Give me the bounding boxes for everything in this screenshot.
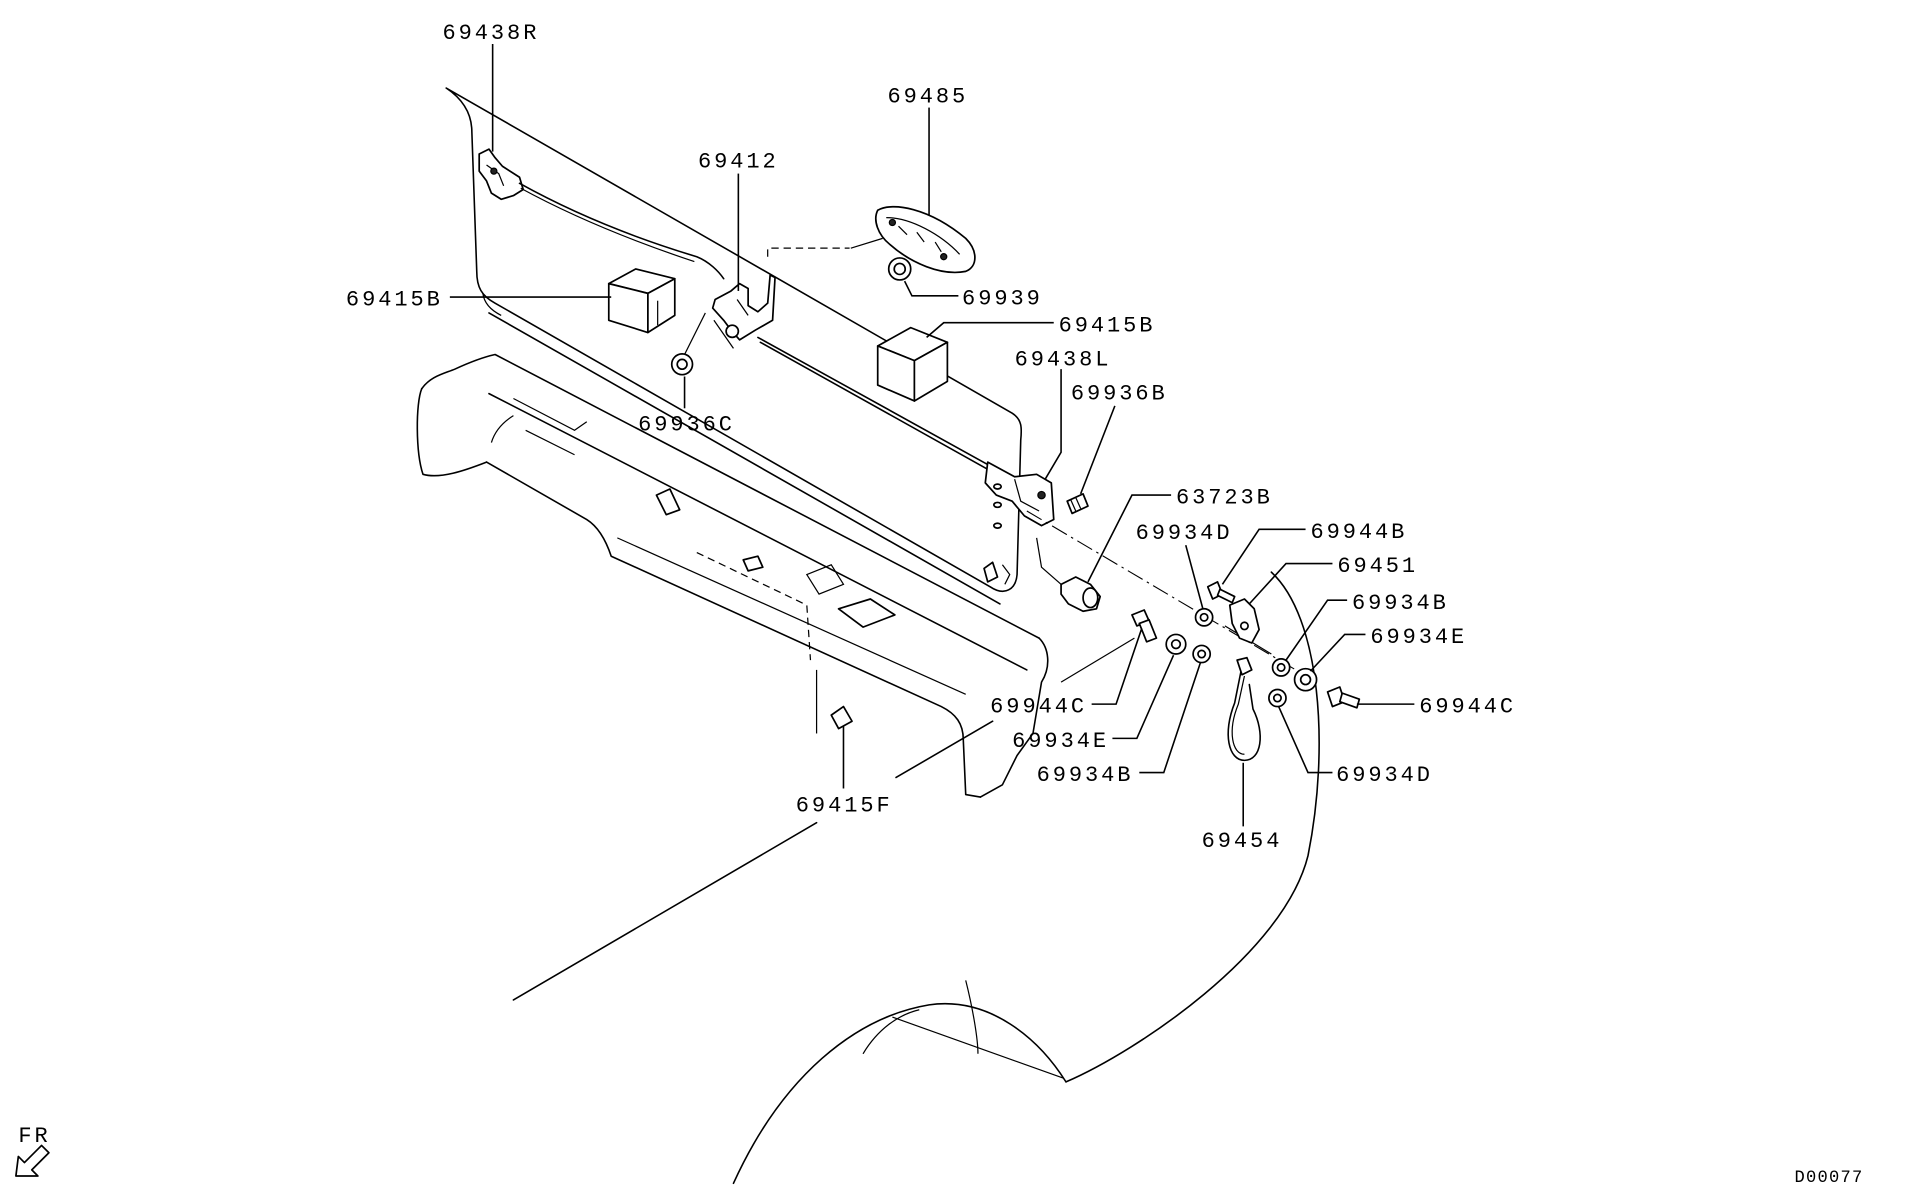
label-69934b-upper: 69934B	[1352, 591, 1449, 616]
label-69944c-right: 69944C	[1419, 695, 1516, 720]
pad-69415b-right	[876, 326, 949, 402]
leader-lines	[449, 44, 1415, 827]
latch-left-69438l	[984, 461, 1055, 527]
lock-rod-left-edge	[759, 341, 991, 472]
leader-69944c-left-2	[1060, 637, 1135, 683]
vehicle-body-outline	[416, 353, 1049, 1001]
callout-labels: 69438R 69485 69412 69415B 69939 69415B 6…	[346, 21, 1516, 854]
label-69944b: 69944B	[1310, 520, 1407, 545]
lock-rod-left	[757, 336, 989, 466]
washer-69934d-upper	[1194, 607, 1214, 627]
alignment-line-hardware	[1026, 510, 1297, 671]
front-direction-indicator: FR	[15, 1124, 50, 1177]
latch-right-69438r	[478, 148, 525, 201]
alignment-line-handle	[850, 237, 883, 249]
leader-69944b	[1221, 528, 1306, 585]
screw-69936b	[1066, 493, 1089, 515]
label-69936c: 69936C	[638, 412, 735, 437]
bolt-69936c	[670, 353, 694, 376]
label-69415b-right: 69415B	[1059, 313, 1156, 338]
label-69934b-lower: 69934B	[1037, 763, 1134, 788]
label-69415b-left: 69415B	[346, 288, 443, 313]
label-69939: 69939	[962, 286, 1043, 311]
pad-69415b-left	[607, 268, 676, 334]
leader-69936b	[1079, 405, 1116, 495]
label-69412: 69412	[698, 149, 779, 174]
handle-69485	[874, 205, 976, 274]
drawing-code: D00077	[1795, 1169, 1864, 1187]
pad-69415f	[830, 705, 853, 730]
bolt-69944c-left	[1131, 609, 1158, 643]
label-69438r: 69438R	[443, 21, 540, 46]
leader-63723b	[1087, 494, 1172, 583]
washer-69934e-lower	[1165, 633, 1187, 655]
leader-69934d-lower	[1277, 706, 1333, 774]
washer-69934d-lower	[1268, 688, 1287, 708]
cable-69454	[1227, 656, 1261, 762]
leader-69944c-left	[1091, 628, 1143, 705]
lock-rod-right	[518, 182, 725, 280]
bolt-69944c-right	[1326, 686, 1361, 709]
leader-69934b-lower	[1139, 662, 1202, 774]
label-63723b: 63723B	[1176, 486, 1273, 511]
label-69451: 69451	[1337, 554, 1418, 579]
label-69934e-upper: 69934E	[1370, 625, 1467, 650]
label-69454: 69454	[1202, 829, 1283, 854]
leader-69451	[1248, 562, 1333, 605]
label-69944c-left: 69944C	[990, 695, 1087, 720]
leader-69934e-lower	[1112, 654, 1175, 740]
rear-fender-outline	[732, 571, 1320, 1185]
washer-69934b-upper	[1271, 658, 1291, 677]
striker-63723b	[1060, 576, 1102, 613]
bracket-69451	[1228, 598, 1260, 644]
tailgate-mount-holes	[992, 483, 1003, 529]
label-69934d-upper: 69934D	[1136, 521, 1233, 546]
front-direction-label: FR	[18, 1124, 50, 1149]
label-69485: 69485	[887, 85, 968, 110]
label-69934e-lower: 69934E	[1012, 729, 1109, 754]
leader-69415b-right	[926, 321, 1054, 338]
label-69936b: 69936B	[1071, 382, 1168, 407]
alignment-dash-handle	[767, 247, 850, 257]
striker-mount-line	[1036, 537, 1062, 585]
latch-center-69412	[684, 274, 776, 355]
label-69934d-lower: 69934D	[1336, 763, 1433, 788]
leader-69934e-upper	[1309, 633, 1366, 672]
washer-69934b-lower	[1192, 644, 1212, 664]
lock-rod-right-edge	[520, 187, 695, 263]
leader-69934d-upper	[1184, 545, 1204, 609]
washer-69934e-upper	[1293, 667, 1318, 692]
front-arrow-icon	[15, 1144, 50, 1177]
grommet-69939	[887, 257, 912, 281]
leader-69438l	[1044, 369, 1062, 480]
label-69415f: 69415F	[796, 794, 893, 819]
leader-69934b-upper	[1285, 599, 1348, 661]
tailgate-panel	[445, 87, 1023, 605]
bolt-69944b	[1206, 581, 1236, 604]
leader-69939	[903, 280, 959, 297]
label-69438l: 69438L	[1015, 348, 1112, 373]
